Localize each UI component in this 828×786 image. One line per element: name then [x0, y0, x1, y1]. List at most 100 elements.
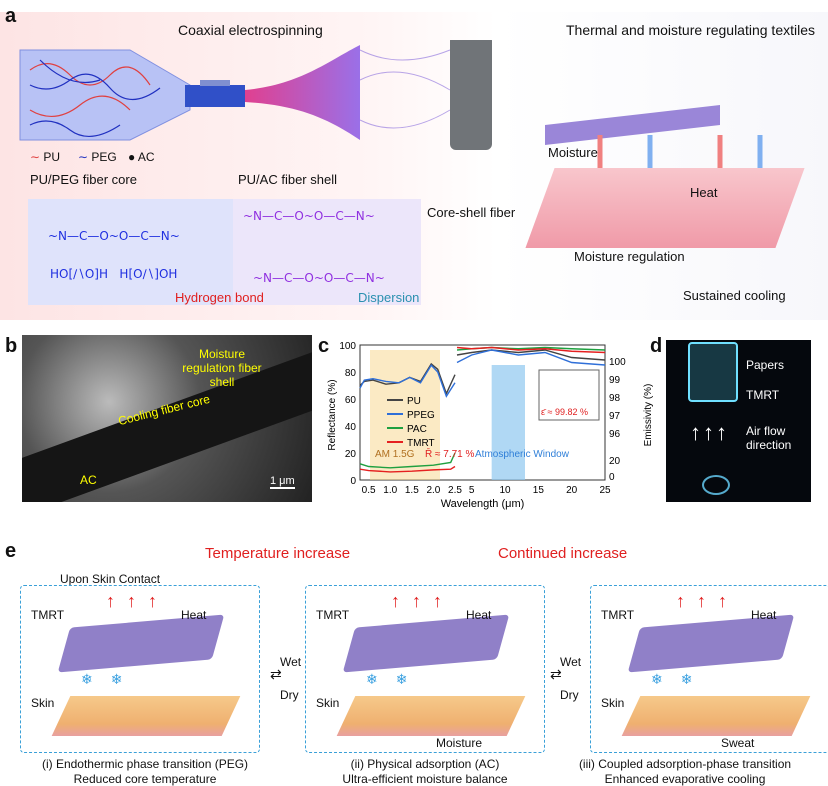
reflectance-emissivity-chart: ε̄ ≈ 99.82 %020406080100020969798991000.…	[327, 341, 654, 510]
x-tick-left: 1.0	[383, 485, 397, 496]
sustained-cooling-label: Sustained cooling	[683, 288, 786, 303]
panel-d-label: d	[650, 335, 663, 357]
heat-label: Heat	[690, 185, 718, 200]
x-tick-right: 5	[469, 485, 475, 496]
dry-label-2: Dry	[560, 688, 579, 702]
emissivity-mean-label: ε̄ ≈ 99.82 %	[541, 407, 588, 417]
dry-label-1: Dry	[280, 688, 299, 702]
atmospheric-window-band	[491, 365, 525, 480]
heat-arrows-icon: ↑↑↑	[106, 591, 169, 611]
x-tick-left: 0.5	[362, 485, 376, 496]
tube	[688, 342, 738, 402]
textile	[342, 614, 510, 673]
core-label: PU/PEG fiber core	[30, 172, 137, 187]
tmrt-label: TMRT	[601, 608, 635, 622]
core-chem-top: ~N—C—O~O—C—N~	[48, 229, 180, 243]
x-axis-label: Wavelength (μm)	[441, 498, 525, 510]
inset-frame	[538, 369, 600, 421]
shell-chem-top: ~N—C—O~O—C—N~	[243, 209, 375, 223]
papers-label: Papers	[746, 358, 785, 372]
exchange-arrows-1: ⇄	[270, 666, 282, 682]
x-tick-right: 10	[499, 485, 511, 496]
skin-label: Skin	[31, 696, 55, 710]
airflow-arrows: ↑↑↑	[690, 420, 729, 445]
x-tick-right: 25	[599, 485, 611, 496]
y2-axis-label: Emissivity (%)	[643, 384, 654, 447]
temperature-increase-label: Temperature increase	[205, 545, 351, 562]
continued-increase-label: Continued increase	[498, 545, 628, 562]
legend-ac: ● AC	[128, 150, 155, 164]
panel-c-label: c	[318, 335, 330, 357]
skin-label: Skin	[316, 696, 340, 710]
series-pac	[359, 452, 456, 469]
moisture-icon: ❄❄	[366, 671, 426, 687]
moisture-icon: ❄❄	[81, 671, 141, 687]
y-tick-right: 0	[609, 472, 615, 483]
stage-caption-sub: Enhanced evaporative cooling	[604, 772, 766, 786]
x-tick-left: 2.5	[448, 485, 462, 496]
core-chem-bottom: HO[∕∖O]H H[O∕∖]OH	[50, 267, 178, 281]
moisture-icon: ❄❄	[651, 671, 711, 687]
heat-arrows-icon: ↑↑↑	[676, 591, 739, 611]
series-tmrt-ir	[456, 346, 606, 354]
heat-label: Heat	[466, 608, 492, 622]
y-axis-label: Reflectance (%)	[327, 379, 338, 450]
skin	[621, 696, 811, 736]
moisture-regulation-label: Moisture regulation	[574, 249, 685, 264]
textile	[57, 614, 225, 673]
core-chem-box: ~N—C—O~O—C—N~ HO[∕∖O]H H[O∕∖]OH	[28, 199, 233, 305]
tmrt-label: TMRT	[31, 608, 65, 622]
y-tick-right: 20	[609, 456, 621, 467]
stage-box-1: TMRT Heat Skin ↑↑↑ ❄❄	[20, 585, 260, 753]
shell-chem-box: ~N—C—O~O—C—N~ ~N—C—O~O—C—N~	[233, 199, 421, 305]
stage-caption: (iii) Coupled adsorption-phase transitio…	[578, 757, 792, 771]
wet-label-2: Wet	[560, 655, 582, 669]
series-tmrt	[359, 465, 456, 473]
ac-annotation: AC	[80, 473, 97, 487]
shell-label: PU/AC fiber shell	[238, 172, 337, 187]
solar-spectrum	[370, 350, 440, 480]
airflow-label: Air flow direction	[746, 424, 792, 452]
moisture-label: Moisture	[548, 145, 598, 160]
tmrt-label: TMRT	[316, 608, 350, 622]
upon-contact-label: Upon Skin Contact	[60, 572, 161, 586]
heat-label: Heat	[751, 608, 777, 622]
y-tick-right: 98	[609, 393, 621, 404]
shell-chem-bottom: ~N—C—O~O—C—N~	[253, 271, 385, 285]
wet-label-1: Wet	[280, 655, 302, 669]
left-title: Coaxial electrospinning	[178, 22, 323, 38]
scale-bar: 1 μm	[270, 475, 295, 489]
extra-label: Sweat	[721, 736, 755, 750]
series-ppeg-ir	[456, 349, 606, 366]
skin	[51, 696, 241, 736]
electrospinning-illustration	[19, 40, 763, 175]
hydrogen-bond-label: Hydrogen bond	[175, 290, 264, 305]
y-tick-left: 0	[350, 476, 356, 487]
heat-label: Heat	[181, 608, 207, 622]
legend-tmrt: TMRT	[407, 438, 435, 449]
stage-caption-sub: Reduced core temperature	[73, 772, 217, 786]
stage-box-3: TMRT Heat Skin Sweat ↑↑↑ ❄❄	[590, 585, 828, 753]
am15g-label: AM 1.5G	[375, 449, 415, 460]
panel-a-label: a	[5, 5, 17, 27]
y-tick-left: 100	[339, 341, 356, 352]
y-tick-right: 96	[609, 429, 621, 440]
heat-arrows-icon: ↑↑↑	[391, 591, 454, 611]
right-title: Thermal and moisture regulating textiles	[566, 22, 816, 38]
y-tick-left: 20	[345, 449, 357, 460]
y-tick-left: 40	[345, 422, 357, 433]
r-mean-label: R̄ ≈ 7.71 %	[425, 447, 475, 460]
series-ppeg	[359, 364, 456, 398]
stage-box-2: TMRT Heat Skin Moisture ↑↑↑ ❄❄	[305, 585, 545, 753]
exchange-arrows-2: ⇄	[550, 666, 562, 682]
legend-pac: PAC	[407, 424, 427, 435]
series-pu-ir	[456, 349, 606, 361]
core-shell-fiber-label: Core-shell fiber	[427, 205, 516, 220]
sem-image: Moisture regulation fiber shell Cooling …	[22, 335, 312, 502]
extra-label: Moisture	[436, 736, 483, 750]
x-tick-left: 1.5	[405, 485, 419, 496]
y-tick-right: 99	[609, 375, 621, 386]
textile	[627, 614, 795, 673]
y-tick-right: 97	[609, 411, 621, 422]
y-tick-right: 100	[609, 357, 626, 368]
